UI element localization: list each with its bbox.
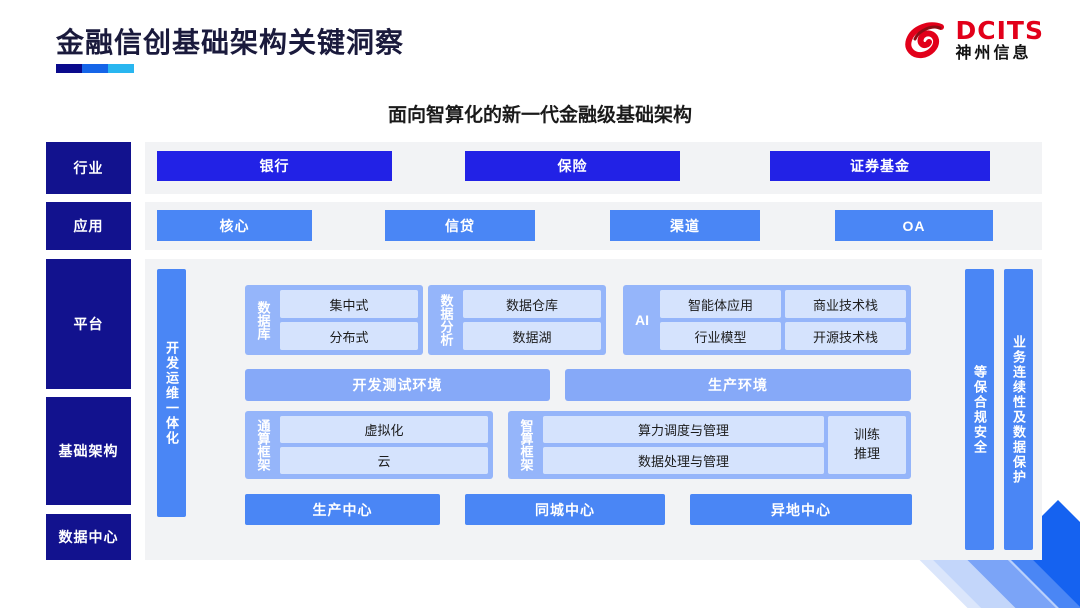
cell-open-source-stack[interactable]: 开源技术栈	[785, 322, 906, 350]
rail-label: 开发运维一体化	[164, 340, 179, 446]
env-label: 开发测试环境	[352, 377, 443, 393]
group-label: 智算框架	[518, 419, 534, 471]
cell-centralized[interactable]: 集中式	[280, 290, 418, 318]
group-label: 数据分析	[438, 294, 454, 346]
dc-local-center[interactable]: 同城中心	[465, 494, 665, 525]
env-label: 生产环境	[708, 377, 768, 393]
application-chip-core[interactable]: 核心	[157, 210, 312, 241]
application-chip-channel[interactable]: 渠道	[610, 210, 760, 241]
diagram-subtitle: 面向智算化的新一代金融级基础架构	[387, 105, 692, 126]
env-production[interactable]: 生产环境	[565, 369, 911, 401]
rail-label: 等保合规安全	[972, 364, 987, 455]
platform-stack-panel: 开发运维一体化 等保合规安全 业务连续性及数据保护 数据库 集中式 分布式	[145, 259, 1042, 560]
rail-label: 业务连续性及数据保护	[1011, 334, 1026, 485]
group-label: AI	[635, 312, 649, 328]
layer-label-column: 行业 应用 平台 基础架构 数据中心	[46, 142, 131, 566]
chip-label: 证券基金	[850, 158, 910, 174]
company-logo: DCITS 神州信息	[904, 18, 1044, 62]
sidebar-item-industry[interactable]: 行业	[46, 142, 131, 194]
sidebar-item-infrastructure[interactable]: 基础架构	[46, 397, 131, 505]
group-database[interactable]: 数据库 集中式 分布式	[245, 285, 423, 355]
cell-industry-model[interactable]: 行业模型	[660, 322, 781, 350]
training-label: 训练	[853, 427, 880, 443]
industry-chip-bank[interactable]: 银行	[157, 151, 392, 181]
rail-compliance-security[interactable]: 等保合规安全	[965, 269, 994, 550]
industry-row-panel: 银行 保险 证券基金	[145, 142, 1042, 194]
cell-virtualization[interactable]: 虚拟化	[280, 416, 488, 443]
chip-label: 核心	[219, 217, 250, 234]
group-data-analytics[interactable]: 数据分析 数据仓库 数据湖	[428, 285, 606, 355]
chip-label: OA	[902, 217, 926, 234]
env-dev-test[interactable]: 开发测试环境	[245, 369, 550, 401]
dc-remote-center[interactable]: 异地中心	[690, 494, 912, 525]
rail-business-continuity-data-protection[interactable]: 业务连续性及数据保护	[1004, 269, 1033, 550]
cell-data-lake[interactable]: 数据湖	[463, 322, 601, 350]
industry-chip-securities-fund[interactable]: 证券基金	[770, 151, 990, 181]
chip-label: 渠道	[670, 217, 700, 234]
rail-devops[interactable]: 开发运维一体化	[157, 269, 186, 517]
cell-data-processing[interactable]: 数据处理与管理	[543, 447, 824, 474]
sidebar-item-application[interactable]: 应用	[46, 202, 131, 250]
title-accent-bar	[56, 64, 134, 73]
chip-label: 保险	[557, 158, 588, 174]
group-label: 数据库	[255, 300, 271, 340]
cell-training-inference[interactable]: 训练 推理	[828, 416, 906, 474]
dc-label: 生产中心	[312, 501, 373, 518]
application-chip-oa[interactable]: OA	[835, 210, 993, 241]
group-ai[interactable]: AI 智能体应用 商业技术栈 行业模型 开源技术栈	[623, 285, 911, 355]
group-intelligent-compute-framework[interactable]: 智算框架 算力调度与管理 数据处理与管理 训练 推理	[508, 411, 911, 479]
application-row-panel: 核心 信贷 渠道 OA	[145, 202, 1042, 250]
dcits-swirl-icon	[904, 18, 948, 62]
chip-label: 信贷	[445, 217, 475, 234]
cell-agent-application[interactable]: 智能体应用	[660, 290, 781, 318]
sidebar-label: 平台	[73, 316, 104, 332]
inference-label: 推理	[853, 446, 880, 461]
industry-chip-insurance[interactable]: 保险	[465, 151, 680, 181]
cell-distributed[interactable]: 分布式	[280, 322, 418, 350]
application-chip-credit[interactable]: 信贷	[385, 210, 535, 241]
logo-text-cn: 神州信息	[955, 45, 1032, 62]
cell-compute-scheduling[interactable]: 算力调度与管理	[543, 416, 824, 443]
sidebar-item-platform[interactable]: 平台	[46, 259, 131, 389]
logo-text-en: DCITS	[955, 16, 1044, 45]
sidebar-item-data-center[interactable]: 数据中心	[46, 514, 131, 560]
group-label: 通算框架	[255, 419, 271, 471]
dc-production-center[interactable]: 生产中心	[245, 494, 440, 525]
sidebar-label: 数据中心	[58, 529, 119, 545]
chip-label: 银行	[259, 158, 290, 174]
dc-label: 异地中心	[771, 501, 831, 518]
architecture-diagram: 行业 应用 平台 基础架构 数据中心 银行 保险 证券基金 核心 信贷 渠道 O…	[46, 142, 1042, 566]
sidebar-label: 行业	[73, 160, 104, 176]
page-title: 金融信创基础架构关键洞察	[56, 27, 405, 58]
group-general-compute-framework[interactable]: 通算框架 虚拟化 云	[245, 411, 493, 479]
diagram-content: 银行 保险 证券基金 核心 信贷 渠道 OA 开发运维一体化 等保合规安全	[145, 142, 1042, 566]
sidebar-label: 应用	[73, 218, 104, 234]
cell-cloud[interactable]: 云	[280, 447, 488, 474]
dc-label: 同城中心	[535, 501, 595, 518]
sidebar-label: 基础架构	[58, 443, 119, 459]
cell-data-warehouse[interactable]: 数据仓库	[463, 290, 601, 318]
cell-commercial-stack[interactable]: 商业技术栈	[785, 290, 906, 318]
